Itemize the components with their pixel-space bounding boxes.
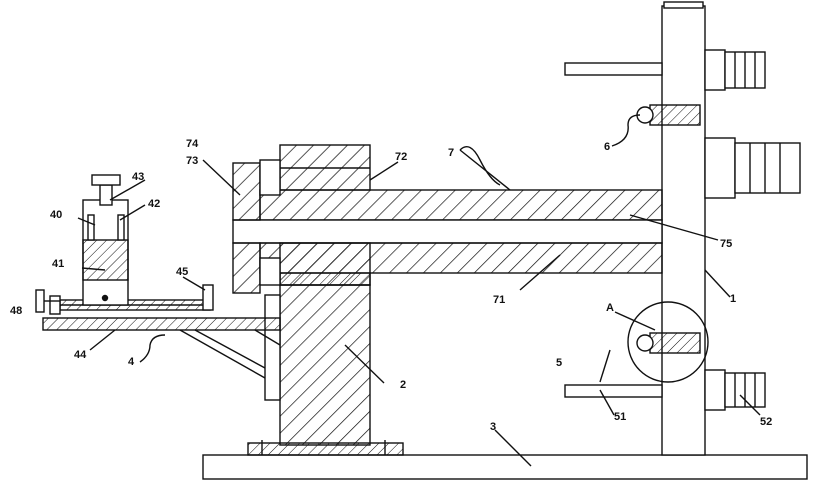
flange-lower xyxy=(233,243,260,293)
pillar-foot-plate xyxy=(248,443,403,455)
label-74: 74 xyxy=(186,138,199,150)
motor-bottom-flange xyxy=(705,370,725,410)
handle-48 xyxy=(36,290,44,312)
label-1: 1 xyxy=(730,293,736,305)
upper-rod xyxy=(565,63,662,75)
label-48: 48 xyxy=(10,305,22,317)
flange-collar xyxy=(260,160,280,195)
label-7: 7 xyxy=(448,147,454,159)
label-71: 71 xyxy=(493,294,505,306)
upper-arm xyxy=(260,190,662,220)
tray-end-wall xyxy=(203,285,213,310)
motor-mid-flange xyxy=(705,138,735,198)
label-51: 51 xyxy=(614,411,626,423)
label-41: 41 xyxy=(52,258,64,270)
slider-pin xyxy=(103,296,108,301)
label-73: 73 xyxy=(186,155,198,167)
label-40: 40 xyxy=(50,209,62,221)
side-clip-40 xyxy=(88,215,94,240)
lower-arm-neck xyxy=(280,243,370,285)
column-top-cap xyxy=(664,2,703,8)
latch-upper xyxy=(650,105,700,125)
label-75: 75 xyxy=(720,238,732,250)
tray-left-wall xyxy=(50,296,60,314)
knob-stem xyxy=(100,185,112,205)
label-a: A xyxy=(606,302,614,314)
label-52: 52 xyxy=(760,416,772,428)
flange-collar-lower xyxy=(260,258,280,285)
tray-plate xyxy=(43,318,280,330)
label-72: 72 xyxy=(395,151,407,163)
shaft xyxy=(233,220,662,243)
slider-hatch xyxy=(83,240,128,280)
label-42: 42 xyxy=(148,198,160,210)
label-44: 44 xyxy=(74,349,87,361)
lower-rod xyxy=(565,385,662,397)
label-3: 3 xyxy=(490,421,496,433)
motor-top-flange xyxy=(705,50,725,90)
support-pillar xyxy=(280,285,370,445)
motor-mid-body xyxy=(735,143,800,193)
knob-43 xyxy=(92,175,120,185)
label-4: 4 xyxy=(128,356,135,368)
label-2: 2 xyxy=(400,379,406,391)
latch-lower-pin xyxy=(637,335,653,351)
label-43: 43 xyxy=(132,171,144,183)
base-plate xyxy=(203,455,807,479)
latch-lower xyxy=(650,333,700,353)
pillar-side-plate xyxy=(265,295,280,400)
label-45: 45 xyxy=(176,266,188,278)
label-5: 5 xyxy=(556,357,562,369)
label-6: 6 xyxy=(604,141,610,153)
